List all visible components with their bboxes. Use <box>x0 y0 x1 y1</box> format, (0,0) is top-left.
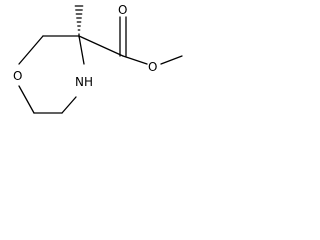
carbonyl-oxygen-label: O <box>118 3 127 17</box>
molecule-structure: O O O NH <box>13 3 183 114</box>
bond-n-c5 <box>61 96 77 114</box>
ring-nitrogen-label: NH <box>75 75 93 89</box>
stereo-hash-bond <box>74 5 84 38</box>
bond-c3-carbonyl-c <box>78 35 124 57</box>
bond-c3-n <box>78 35 85 65</box>
bond-c6-o <box>18 85 35 114</box>
bond-ester-o-methyl <box>160 55 183 65</box>
bond-o-c2 <box>18 35 44 65</box>
ester-oxygen-label: O <box>148 60 157 74</box>
bond-carbonyl-c-ester-o <box>122 55 148 65</box>
ring-oxygen-label: O <box>13 69 22 83</box>
